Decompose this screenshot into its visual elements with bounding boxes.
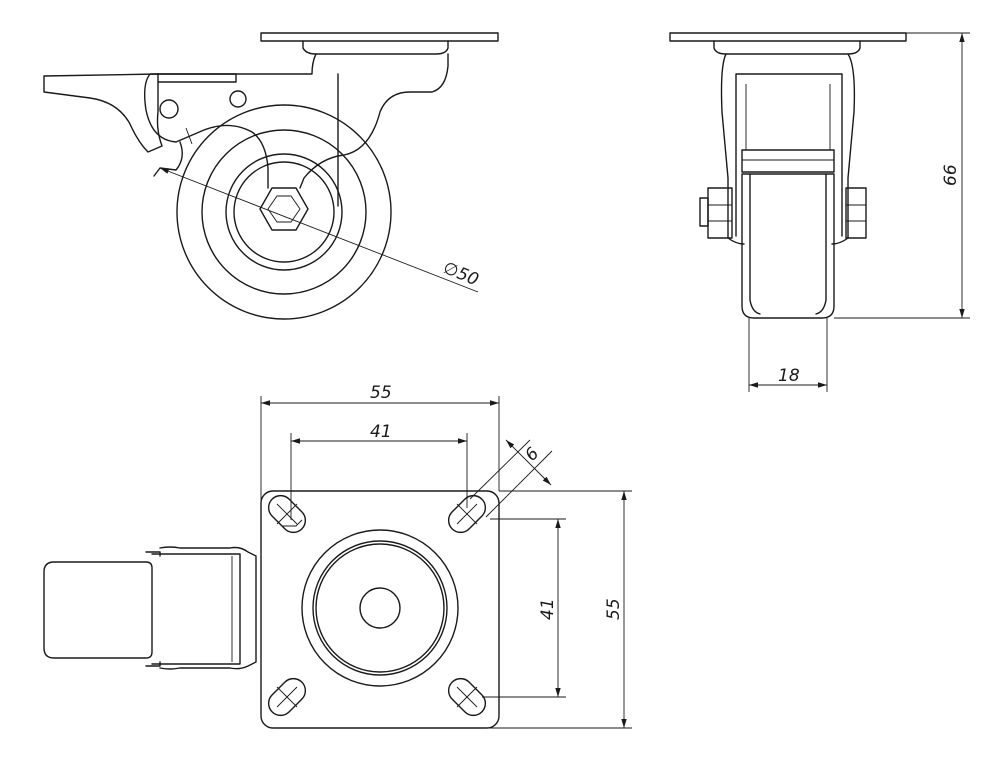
dim-plate-height-label: 55	[604, 598, 624, 620]
dim-hole-spacing-y-label: 41	[538, 598, 558, 620]
side-brake-lever	[43, 73, 163, 153]
side-wheel-hub-outer	[225, 153, 343, 271]
front-axle-nut-right	[845, 187, 867, 239]
dim-hole-spacing-x-label: 41	[370, 422, 392, 442]
side-wheel-rim	[201, 129, 367, 295]
dim-hole-slot-label: 6	[521, 444, 543, 466]
side-wheel-hub-inner	[233, 161, 335, 263]
top-center-bolt	[359, 587, 401, 629]
front-fork	[720, 53, 856, 245]
side-top-plate	[260, 32, 499, 42]
front-wheel	[741, 173, 835, 319]
top-mount-hole-br	[447, 677, 487, 717]
dim-plate-width-label: 55	[370, 383, 392, 403]
side-lever-pin	[229, 90, 247, 108]
top-view: 55 41 6 41 55	[43, 383, 632, 729]
dim-wheel-width-label: 18	[778, 366, 800, 386]
side-wheel-outer	[176, 104, 392, 320]
top-mount-hole-bl	[267, 677, 307, 717]
dim-total-height-label: 66	[941, 164, 961, 186]
top-swivel-ring	[312, 540, 448, 676]
top-swivel-ring-outer	[301, 529, 459, 687]
side-lever-pivot	[159, 99, 179, 119]
top-mount-hole-tl	[267, 494, 307, 534]
dim-wheel-diameter-line	[159, 167, 479, 293]
front-view: 66 18	[669, 32, 970, 392]
dim-hole-slot-line	[505, 439, 552, 486]
top-mount-hole-tr	[447, 494, 487, 534]
front-top-plate	[669, 32, 907, 42]
side-swivel-bearing	[302, 40, 449, 55]
side-view: ∅50	[43, 32, 499, 320]
top-mount-plate	[260, 490, 500, 729]
side-axle-nut	[259, 187, 309, 231]
top-brake-lever	[43, 561, 153, 659]
